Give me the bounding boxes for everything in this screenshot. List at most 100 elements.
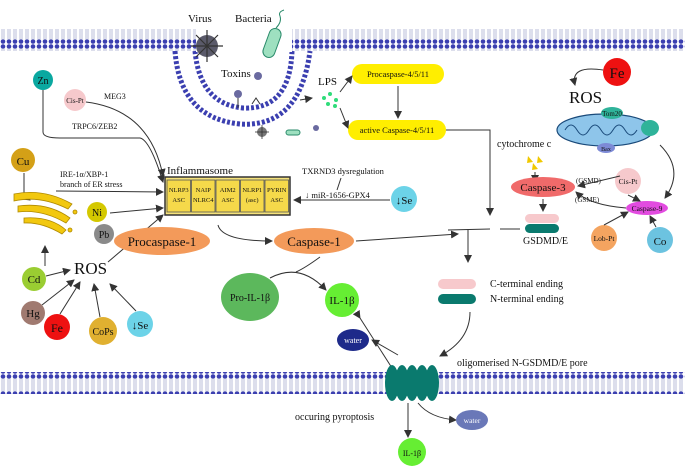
cytochrome-c-label: cytochrome c bbox=[497, 139, 552, 150]
svg-text:Caspase-9: Caspase-9 bbox=[632, 204, 663, 213]
top-cell-membrane bbox=[0, 28, 685, 127]
fe-node-left: Fe bbox=[44, 314, 70, 340]
svg-text:Zn: Zn bbox=[37, 76, 48, 87]
inflammasome-box-label: ASC bbox=[221, 197, 234, 204]
gsdmd-e-node bbox=[525, 214, 559, 233]
caspase-1: Caspase-1 bbox=[274, 228, 354, 254]
inflammasome-box-label: NLRP3 bbox=[169, 187, 189, 194]
bacteria-label: Bacteria bbox=[235, 13, 272, 25]
il-1b-lower: IL-1β bbox=[398, 438, 426, 466]
inflammasome-box-label: NLRP1 bbox=[242, 187, 262, 194]
svg-text:Fe: Fe bbox=[610, 66, 625, 82]
lob-pt-node: Lob-Pt bbox=[591, 225, 617, 251]
pore-label: oligomerised N-GSDMD/E pore bbox=[457, 358, 588, 369]
inflammasome-box-label: ASC bbox=[270, 197, 283, 204]
procaspase-1: Procaspase-1 bbox=[114, 227, 210, 255]
c-terminal-legend: C-terminal ending bbox=[438, 279, 563, 290]
svg-text:↓Se: ↓Se bbox=[132, 320, 149, 332]
meg3-label: MEG3 bbox=[104, 92, 126, 101]
svg-text:Lob-Pt: Lob-Pt bbox=[594, 234, 616, 243]
inflammasome-box bbox=[264, 179, 289, 213]
se-node-left: ↓Se bbox=[127, 311, 153, 337]
lps-label: LPS bbox=[318, 76, 337, 88]
inflammasome-box bbox=[191, 179, 216, 213]
ire-label-line2: branch of ER stress bbox=[60, 180, 122, 189]
svg-text:Caspase-1: Caspase-1 bbox=[287, 234, 340, 249]
cops-node: CoPs bbox=[89, 317, 117, 345]
virus-icon bbox=[191, 30, 223, 62]
n-terminal-legend: N-terminal ending bbox=[438, 294, 564, 305]
bacteria-icon bbox=[262, 9, 285, 58]
intracellular-pathogen-icon bbox=[255, 125, 319, 139]
inflammasome-box-label: NLRC4 bbox=[193, 197, 214, 204]
pb-node: Pb bbox=[94, 224, 114, 244]
gsdmd-pore-icon bbox=[385, 365, 439, 401]
ros-label-left: ROS bbox=[74, 259, 107, 278]
gsmd-label: (GSMD) bbox=[576, 177, 602, 185]
inflammasome-box-label: AIM2 bbox=[220, 187, 236, 194]
toxins-icon bbox=[234, 72, 262, 108]
active-caspase-4-5-11: active Caspase-4/5/11 bbox=[348, 120, 446, 140]
cis-pt-node-right: Cis-Pt bbox=[615, 168, 641, 194]
svg-text:CoPs: CoPs bbox=[92, 327, 113, 338]
ire-label-line1: IRE-1α/XBP-1 bbox=[60, 170, 108, 179]
il-1b-upper: IL-1β bbox=[325, 283, 359, 317]
svg-text:Hg: Hg bbox=[26, 308, 40, 320]
svg-text:water: water bbox=[464, 416, 481, 425]
er-stress-icon bbox=[13, 191, 78, 235]
ni-node: Ni bbox=[87, 202, 107, 222]
inflammasome-title: Inflammasome bbox=[167, 165, 233, 177]
inflammasome-box bbox=[215, 179, 240, 213]
svg-text:C-terminal ending: C-terminal ending bbox=[490, 279, 563, 290]
cu-node: Cu bbox=[11, 148, 35, 172]
svg-text:Cd: Cd bbox=[28, 274, 41, 286]
tom20-label: Tom20 bbox=[602, 110, 622, 118]
mitochondrion-icon: Tom20 Bax bbox=[556, 107, 659, 153]
svg-text:Cis-Pt: Cis-Pt bbox=[619, 177, 639, 186]
inflammasome-box-label: (asc) bbox=[246, 197, 259, 204]
caspase-9: Caspase-9 bbox=[626, 201, 668, 215]
inflammasome-box-label: PYRIN bbox=[267, 187, 287, 194]
mir-label: ↓ miR-1656-GPX4 bbox=[305, 190, 371, 200]
water-upper: water bbox=[337, 329, 369, 351]
svg-text:Cu: Cu bbox=[17, 156, 30, 168]
ros-label-top: ROS bbox=[569, 88, 602, 107]
hg-node: Hg bbox=[21, 301, 45, 325]
gsdmd-e-label: GSDMD/E bbox=[523, 236, 568, 247]
svg-text:IL-1β: IL-1β bbox=[329, 295, 355, 307]
svg-text:IL-1β: IL-1β bbox=[403, 449, 421, 458]
svg-text:↓Se: ↓Se bbox=[396, 195, 413, 207]
txrnd3-label: TXRND3 dysregulation bbox=[302, 166, 385, 176]
virus-label: Virus bbox=[188, 13, 212, 25]
svg-text:N-terminal ending: N-terminal ending bbox=[490, 294, 564, 305]
svg-text:Cis-Pt: Cis-Pt bbox=[66, 97, 84, 105]
lps-icon bbox=[322, 92, 338, 108]
water-lower: water bbox=[456, 410, 488, 430]
pro-il-1b: Pro-IL-1β bbox=[221, 273, 279, 321]
svg-text:Procaspase-1: Procaspase-1 bbox=[128, 234, 197, 249]
inflammasome-box bbox=[166, 179, 191, 213]
pyroptosis-label: occuring pyroptosis bbox=[295, 412, 374, 423]
svg-text:Caspase-3: Caspase-3 bbox=[520, 182, 566, 194]
toxins-label: Toxins bbox=[221, 68, 251, 80]
svg-text:Pro-IL-1β: Pro-IL-1β bbox=[230, 293, 270, 304]
svg-text:Procaspase-4/5/11: Procaspase-4/5/11 bbox=[367, 69, 429, 79]
inflammasome-box-label: ASC bbox=[172, 197, 185, 204]
trpc6-label: TRPC6/ZEB2 bbox=[72, 122, 117, 131]
se-node-right: ↓Se bbox=[391, 186, 417, 212]
svg-text:Ni: Ni bbox=[92, 208, 102, 219]
bax-label: Bax bbox=[601, 147, 611, 153]
gsme-label: (GSME) bbox=[575, 196, 600, 204]
fe-node-top: Fe bbox=[603, 58, 631, 86]
cd-node: Cd bbox=[22, 267, 46, 291]
procaspase-4-5-11: Procaspase-4/5/11 bbox=[352, 64, 444, 84]
co-node: Co bbox=[647, 227, 673, 253]
svg-text:water: water bbox=[344, 336, 362, 345]
cytochrome-c-icon bbox=[527, 156, 543, 170]
svg-text:Fe: Fe bbox=[51, 321, 63, 335]
caspase-3: Caspase-3 bbox=[511, 177, 575, 197]
inflammasome-box-label: NAIP bbox=[196, 187, 212, 194]
zn-node: Zn bbox=[33, 70, 53, 90]
inflammasome-box bbox=[240, 179, 265, 213]
